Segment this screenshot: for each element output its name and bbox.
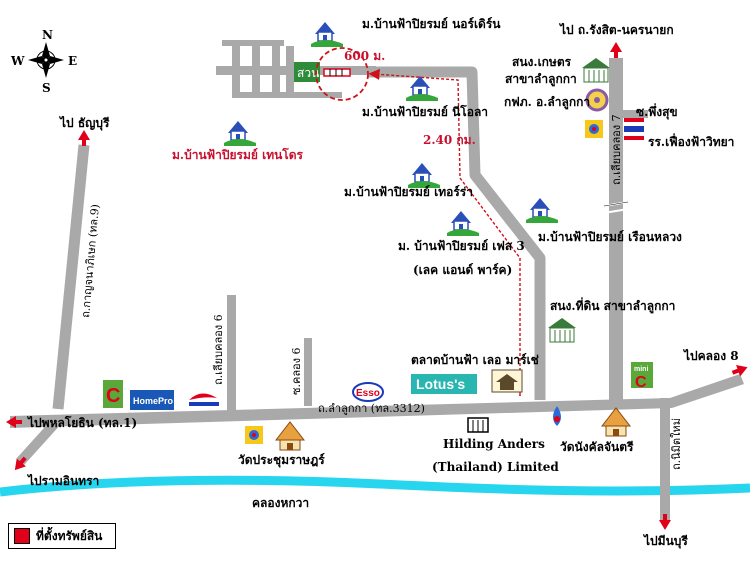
label-hilding1: Hilding Anders: [443, 437, 545, 451]
mini-bigc-mini-text: mini: [634, 366, 648, 373]
park: [294, 62, 320, 82]
road-nimitmai: [660, 398, 670, 520]
road-liap-khlong7: [609, 58, 623, 403]
label-rd-kanchanaphisek: ถ.กาญจนาภิเษก (ทล.9): [79, 204, 102, 319]
property-marker: [323, 68, 351, 77]
label-canal: คลองหกวา: [252, 496, 309, 510]
label-proj-north: ม.บ้านฟ้าปิยรมย์ นอร์เดิร์น: [362, 17, 501, 31]
factory-icon: [467, 417, 489, 433]
arrow-left-phahon-icon: [6, 416, 22, 428]
legend-property-label: ที่ตั้งทรัพย์สิน: [36, 528, 103, 543]
distance-600m: 600 ม.: [344, 49, 385, 63]
agri-office-icon: [581, 57, 611, 83]
market-pavilion-icon: [491, 369, 523, 393]
compass-n: N: [42, 28, 53, 42]
compass-e: E: [68, 54, 77, 68]
esso-logo: [352, 382, 384, 402]
label-soi-phueng-suk: ซ.พึ่งสุข: [636, 103, 678, 120]
thai-post-logo: [189, 393, 219, 406]
label-wat-prachum: วัดประชุมราษฎร์: [238, 453, 325, 468]
homepro-logo-text: HomePro: [133, 396, 174, 406]
label-pea: กฟภ. อ.ลำลูกกา: [504, 95, 590, 110]
wat-nang-icon: [601, 407, 631, 437]
arrow-up-rangsit-icon: [610, 42, 622, 58]
house-tendro-icon: [223, 120, 257, 147]
label-proj-ruenluang: ม.บ้านฟ้าปิยรมย์ เรือนหลวง: [538, 230, 682, 244]
label-to-phahon: ไปพหลโยธิน (ทล.1): [26, 415, 137, 430]
label-agri-office: สนง.เกษตร: [512, 55, 572, 69]
ptt-station-2-icon: [245, 426, 263, 444]
label-rd-liap-khlong7: ถ.เลียบคลอง 7: [610, 114, 623, 185]
road-soi-phueng-suk: [622, 110, 648, 118]
esso-logo-text: Esso: [356, 388, 380, 399]
canal: [0, 475, 750, 497]
arrow-right-khlong8-icon: [731, 365, 748, 377]
label-proj-lake: (เลค แอนด์ พาร์ค): [413, 263, 512, 277]
land-office-icon: [547, 317, 577, 343]
house-neo-icon: [405, 75, 439, 102]
arrow-down-ram-inthra-icon: [14, 456, 27, 471]
label-to-thanyaburi: ไป ธัญบุรี: [58, 115, 110, 131]
school-flag-icon: [624, 118, 644, 140]
road-project: [368, 66, 546, 400]
label-rd-nimitmai: ถ.นิมิตใหม่: [670, 418, 683, 470]
lotus-logo-text: Lotus's: [416, 376, 465, 392]
label-wat-nang: วัดนังคัลจันตรี: [560, 440, 634, 454]
pea-seal-icon: [585, 88, 609, 112]
park-label: สวน: [297, 66, 319, 80]
label-to-minburi: ไปมีนบุรี: [642, 533, 688, 549]
road-lamlukka: [10, 374, 744, 428]
label-agri-office-branch: สาขาลำลูกกา: [505, 72, 577, 87]
ptt-drop-icon: [553, 406, 561, 426]
label-land-office: สนง.ที่ดิน สาขาลำลูกกา: [550, 297, 675, 314]
label-hilding2: (Thailand) Limited: [432, 460, 559, 474]
legend: ที่ตั้งทรัพย์สิน: [8, 523, 116, 549]
wat-prachum-icon: [275, 421, 305, 451]
lotus-logo: [411, 374, 477, 394]
label-proj-neo: ม.บ้านฟ้าปิยรมย์ นีโอลา: [362, 104, 488, 119]
ptt-station-icon: [585, 120, 603, 138]
route-to-property: [368, 68, 521, 396]
bigc-logo-text: C: [106, 385, 120, 407]
label-rd-lamlukka: ถ.ลำลูกกา (ทล.3312): [318, 402, 425, 415]
arrow-up-thanyaburi-icon: [78, 130, 90, 146]
label-to-rangsit: ไป ถ.รังสิต-นครนายก: [558, 22, 674, 37]
house-ruenluang-icon: [525, 197, 559, 224]
mini-bigc-logo: [631, 362, 653, 388]
compass: N S E W: [10, 28, 77, 95]
label-school: รร.เฟื่องฟ้าวิทยา: [648, 133, 734, 149]
label-proj-tendro: ม.บ้านฟ้าปิยรมย์ เทนโดร: [172, 147, 304, 162]
arrow-down-minburi-icon: [659, 514, 671, 530]
road-soi-khlong6: [304, 338, 312, 406]
distance-240km: 2.40 กม.: [423, 133, 476, 147]
label-to-khlong8: ไปคลอง 8: [682, 348, 739, 363]
compass-w: W: [10, 54, 25, 68]
label-rd-liap-khlong6: ถ.เลียบคลอง 6: [212, 314, 225, 385]
mini-bigc-c-text: C: [635, 374, 647, 391]
radius-600m: [315, 47, 369, 101]
label-rd-khlong6: ซ.คลอง 6: [290, 347, 303, 395]
label-proj-terra: ม.บ้านฟ้าปิยรมย์ เทอร์ร่า: [344, 185, 473, 199]
label-proj-phase3: ม. บ้านฟ้าปิยรมย์ เฟส 3: [398, 239, 525, 253]
road-kanchanaphisek: [52, 144, 90, 410]
bigc-logo: [103, 380, 123, 408]
road-liap-khlong6: [227, 295, 236, 411]
compass-s: S: [42, 81, 51, 95]
road-kanchanaphisek-south: [16, 416, 62, 466]
house-phase3-icon: [446, 210, 480, 237]
homepro-logo: [130, 390, 174, 410]
label-to-ram-inthra: ไปรามอินทรา: [26, 473, 99, 488]
house-north-icon: [310, 21, 344, 48]
label-market: ตลาดบ้านฟ้า เลอ มาร์เช่: [411, 353, 539, 367]
legend-property-swatch: [14, 528, 30, 544]
